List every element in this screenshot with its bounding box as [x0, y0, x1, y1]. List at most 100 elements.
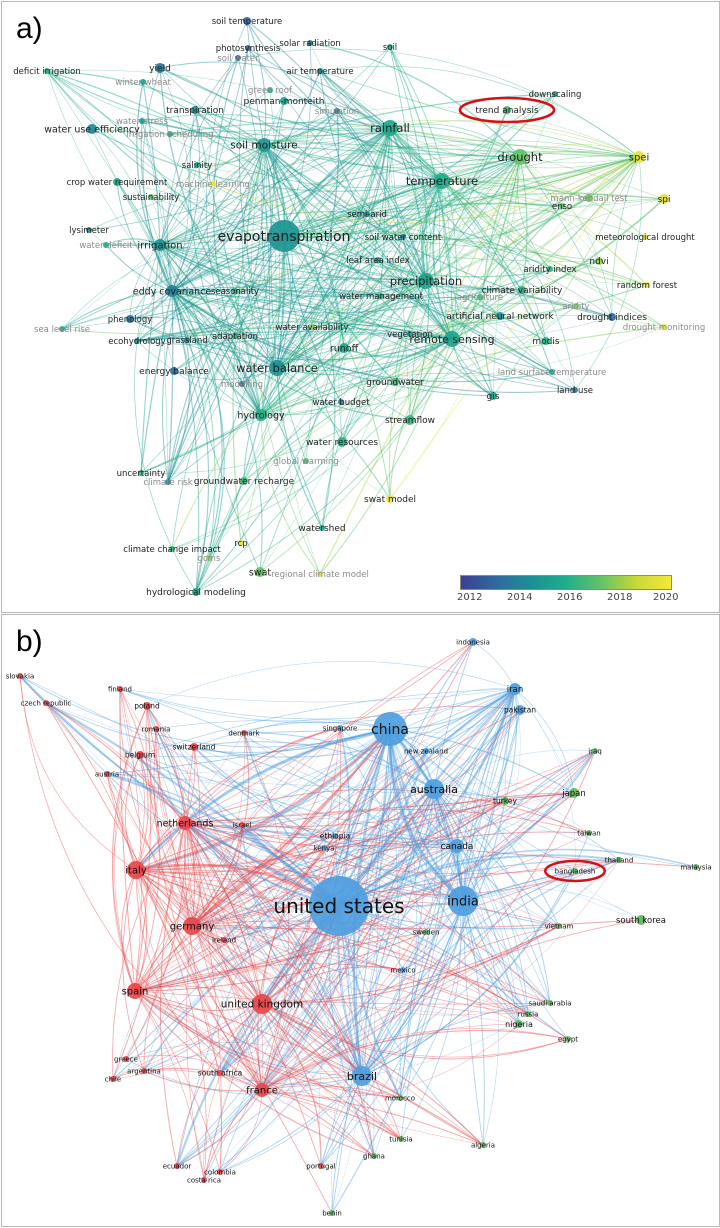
node-soil-water-content[interactable]: soil water content — [365, 233, 442, 243]
node-circle[interactable] — [257, 138, 271, 152]
node-circle[interactable] — [477, 294, 483, 300]
node-circle[interactable] — [503, 106, 511, 114]
node-water-stress[interactable]: water stress — [116, 117, 169, 127]
node-circle[interactable] — [378, 293, 384, 299]
node-circle[interactable] — [407, 331, 413, 337]
node-germany[interactable]: germany — [170, 917, 215, 935]
node-air-temperature[interactable]: air temperature — [286, 67, 353, 77]
node-salinity[interactable]: salinity — [182, 161, 212, 171]
node-bangladesh[interactable]: bangladesh — [543, 859, 606, 883]
node-turkey[interactable]: turkey — [493, 797, 517, 806]
node-circle[interactable] — [59, 326, 65, 332]
node-circle[interactable] — [44, 68, 50, 74]
node-circle[interactable] — [243, 17, 251, 25]
node-circle[interactable] — [572, 868, 578, 874]
node-circle[interactable] — [547, 266, 553, 272]
node-circle[interactable] — [201, 1177, 207, 1183]
node-circle[interactable] — [644, 282, 650, 288]
node-ghana[interactable]: ghana — [363, 1152, 385, 1160]
node-circle[interactable] — [141, 1068, 147, 1074]
node-aridity[interactable]: aridity — [562, 302, 589, 312]
node-climate-variability[interactable]: climate variability — [482, 286, 563, 296]
node-circle[interactable] — [450, 839, 464, 853]
node-circle[interactable] — [192, 588, 200, 596]
node-circle[interactable] — [153, 726, 159, 732]
node-groundwater-recharge[interactable]: groundwater recharge — [194, 477, 295, 487]
node-adaptation[interactable]: adaptation — [212, 332, 258, 342]
node-soil-moisture[interactable]: soil moisture — [230, 138, 298, 152]
node-circle[interactable] — [245, 45, 251, 51]
node-brazil[interactable]: brazil — [347, 1066, 377, 1086]
node-machine-learning[interactable]: machine learning — [176, 180, 250, 190]
node-circle[interactable] — [241, 730, 247, 736]
node-circle[interactable] — [143, 702, 151, 710]
node-circle[interactable] — [321, 845, 327, 851]
node-circle[interactable] — [585, 194, 593, 202]
node-circle[interactable] — [572, 387, 578, 393]
node-italy[interactable]: italy — [125, 861, 147, 879]
node-ireland[interactable]: ireland — [212, 936, 236, 944]
node-circle[interactable] — [480, 1142, 486, 1148]
node-sweden[interactable]: sweden — [413, 928, 440, 936]
node-canada[interactable]: canada — [441, 839, 474, 853]
node-circle[interactable] — [595, 257, 603, 265]
node-circle[interactable] — [542, 337, 550, 345]
node-circle[interactable] — [238, 540, 244, 546]
node-remote-sensing[interactable]: remote sensing — [409, 331, 495, 347]
node-circle[interactable] — [319, 525, 325, 531]
node-circle[interactable] — [642, 234, 648, 240]
node-yield[interactable]: yield — [149, 63, 171, 74]
node-streamflow[interactable]: streamflow — [385, 415, 435, 426]
node-water-management[interactable]: water management — [339, 292, 424, 302]
node-meteorological-drought[interactable]: meteorological drought — [595, 233, 695, 243]
node-vegetation[interactable]: vegetation — [387, 330, 433, 340]
node-circle[interactable] — [134, 338, 140, 344]
node-land-use[interactable]: land use — [557, 386, 593, 396]
node-random-forest[interactable]: random forest — [617, 281, 678, 291]
node-circle[interactable] — [136, 751, 144, 759]
node-united-states[interactable]: united states — [273, 876, 405, 936]
node-circle[interactable] — [169, 546, 175, 552]
node-climate-risk[interactable]: climate risk — [143, 478, 192, 488]
node-circle[interactable] — [232, 288, 238, 294]
node-circle[interactable] — [103, 242, 109, 248]
node-seasonality[interactable]: seasonality — [211, 287, 259, 297]
node-circle[interactable] — [232, 333, 238, 339]
node-circle[interactable] — [573, 303, 579, 309]
node-circle[interactable] — [117, 686, 123, 692]
node-gcms[interactable]: gcms — [198, 554, 221, 564]
node-circle[interactable] — [559, 203, 565, 209]
node-circle[interactable] — [303, 458, 309, 464]
node-circle[interactable] — [110, 1076, 116, 1082]
node-circle[interactable] — [178, 816, 192, 830]
node-circle[interactable] — [371, 1153, 377, 1159]
node-mexico[interactable]: mexico — [390, 966, 415, 974]
node-slovakia[interactable]: slovakia — [6, 672, 35, 680]
node-water-use-efficiency[interactable]: water use efficiency — [44, 124, 140, 135]
node-circle[interactable] — [515, 705, 525, 715]
node-ndvi[interactable]: ndvi — [589, 257, 609, 267]
node-circle[interactable] — [496, 312, 504, 320]
node-circle[interactable] — [556, 923, 562, 929]
node-iraq[interactable]: iraq — [588, 747, 602, 755]
node-circle[interactable] — [240, 477, 248, 485]
node-ecuador[interactable]: ecuador — [163, 1162, 192, 1170]
node-circle[interactable] — [217, 1169, 223, 1175]
node-circle[interactable] — [693, 864, 699, 870]
node-lysimeter[interactable]: lysimeter — [69, 226, 109, 236]
node-circle[interactable] — [123, 1056, 129, 1062]
node-circle[interactable] — [174, 1163, 180, 1169]
node-circle[interactable] — [194, 162, 200, 168]
node-downscaling[interactable]: downscaling — [529, 90, 582, 100]
node-circle[interactable] — [318, 1163, 324, 1169]
node-circle[interactable] — [608, 313, 616, 321]
node-deficit-irrigation[interactable]: deficit irrigation — [13, 67, 81, 77]
node-indonesia[interactable]: indonesia — [456, 638, 490, 646]
node-soil-temperature[interactable]: soil temperature — [212, 17, 282, 27]
node-circle[interactable] — [191, 106, 199, 114]
node-finland[interactable]: finland — [108, 685, 132, 693]
node-circle[interactable] — [239, 381, 245, 387]
node-circle[interactable] — [334, 108, 340, 114]
node-circle[interactable] — [586, 830, 592, 836]
node-kenya[interactable]: kenya — [314, 844, 335, 852]
